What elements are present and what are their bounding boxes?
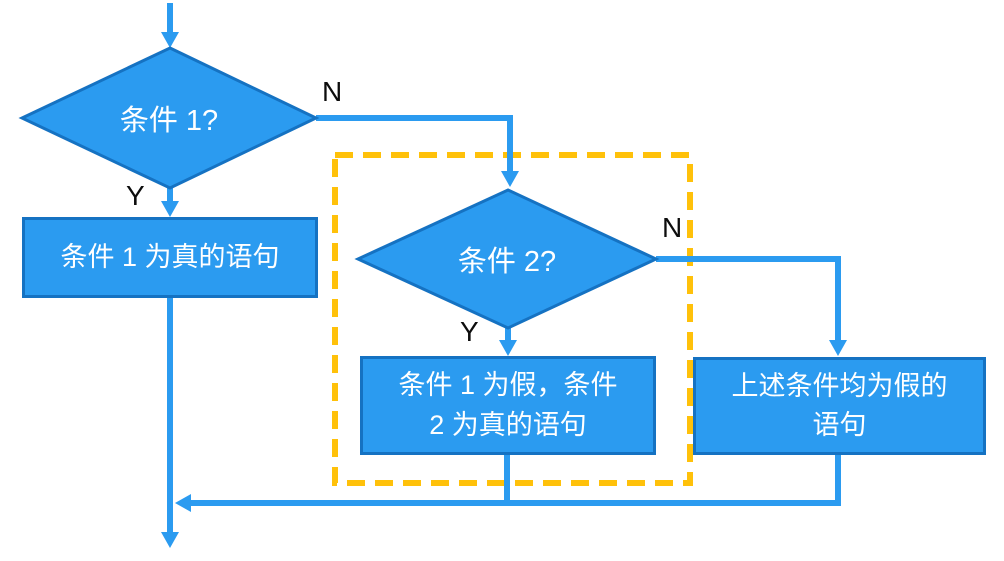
process-node-condition2-true: 条件 1 为假，条件 2 为真的语句 <box>360 356 656 455</box>
branch-label-decision2-no: N <box>662 212 683 243</box>
arrowhead-decision2-yes-icon <box>499 340 517 356</box>
arrowhead-entry-icon <box>161 32 179 48</box>
arrowhead-decision1-no-icon <box>501 171 519 187</box>
process-node-all-false: 上述条件均为假的 语句 <box>693 357 986 455</box>
connector-decision1-no <box>316 115 513 172</box>
branch-label-decision1-yes: Y <box>126 180 145 211</box>
decision1-diamond <box>18 46 320 190</box>
decision2-diamond <box>354 188 660 330</box>
branch-label-decision1-no: N <box>322 76 343 107</box>
arrowhead-main-exit-icon <box>161 532 179 548</box>
connector-decision2-no <box>656 256 841 341</box>
branch-label-decision2-yes: Y <box>460 316 479 347</box>
arrowhead-decision2-no-icon <box>829 340 847 356</box>
process-node-condition1-true: 条件 1 为真的语句 <box>22 217 318 298</box>
arrowhead-decision1-yes-icon <box>161 201 179 217</box>
arrowhead-merge-left-icon <box>175 494 191 512</box>
